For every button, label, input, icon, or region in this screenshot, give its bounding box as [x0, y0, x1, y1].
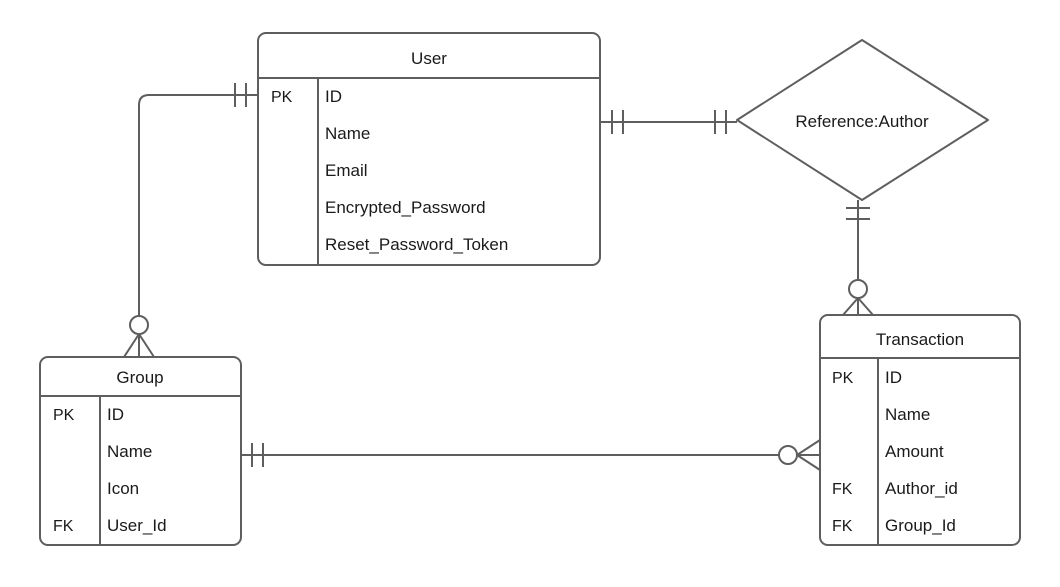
- entity-transaction-attr-4-name: Group_Id: [885, 516, 956, 535]
- entity-transaction-attr-3-name: Author_id: [885, 479, 958, 498]
- entity-group-attr-1-name: Name: [107, 442, 152, 461]
- cardinality-zero-circle-group: [129, 315, 149, 335]
- relationship-reference-author[interactable]: Reference:Author: [736, 39, 989, 201]
- entity-group[interactable]: Group PK ID Name Icon FK User_Id: [39, 356, 242, 546]
- entity-user-attr-3-name: Encrypted_Password: [325, 198, 486, 217]
- entity-user-box: [257, 32, 601, 266]
- entity-group-box: [39, 356, 242, 546]
- entity-group-attr-0-key: PK: [53, 407, 75, 424]
- entity-transaction[interactable]: Transaction PK ID Name Amount FK Author_…: [819, 314, 1021, 546]
- entity-transaction-attr-4-key: FK: [832, 518, 853, 535]
- cardinality-zero-circle-transaction-left: [778, 445, 798, 465]
- cardinality-zero-circle-transaction-top: [848, 279, 868, 299]
- entity-user-attr-4-name: Reset_Password_Token: [325, 235, 508, 254]
- entity-group-title: Group: [116, 368, 163, 387]
- cardinality-many-crowsfoot-transaction-left: [796, 439, 821, 471]
- entity-transaction-attr-0-key: PK: [832, 370, 854, 387]
- entity-user-attr-0-key: PK: [271, 89, 293, 106]
- entity-transaction-attr-3-key: FK: [832, 481, 853, 498]
- entity-transaction-attr-0-name: ID: [885, 368, 902, 387]
- connection-group-transaction[interactable]: [241, 439, 821, 471]
- entity-transaction-attr-1-name: Name: [885, 405, 930, 424]
- connection-user-reference-author[interactable]: [600, 110, 737, 134]
- entity-user-title: User: [411, 49, 447, 68]
- connection-reference-author-transaction[interactable]: [842, 200, 874, 316]
- entity-user-attr-2-name: Email: [325, 161, 368, 180]
- entity-group-attr-0-name: ID: [107, 405, 124, 424]
- connection-user-group[interactable]: [123, 83, 258, 358]
- cardinality-many-crowsfoot-transaction-top: [842, 297, 874, 316]
- relationship-reference-author-label: Reference:Author: [795, 112, 929, 131]
- entity-transaction-title: Transaction: [876, 330, 964, 349]
- entity-user[interactable]: User PK ID Name Email Encrypted_Password…: [257, 32, 601, 266]
- entity-group-attr-3-key: FK: [53, 518, 74, 535]
- cardinality-many-crowsfoot-group: [123, 333, 155, 358]
- entity-transaction-box: [819, 314, 1021, 546]
- connection-line-user-group: [138, 94, 258, 317]
- entity-group-attr-2-name: Icon: [107, 479, 139, 498]
- entity-transaction-attr-2-name: Amount: [885, 442, 944, 461]
- relationship-reference-author-diamond: [736, 39, 989, 201]
- entity-group-attr-3-name: User_Id: [107, 516, 167, 535]
- entity-user-attr-0-name: ID: [325, 87, 342, 106]
- entity-user-attr-1-name: Name: [325, 124, 370, 143]
